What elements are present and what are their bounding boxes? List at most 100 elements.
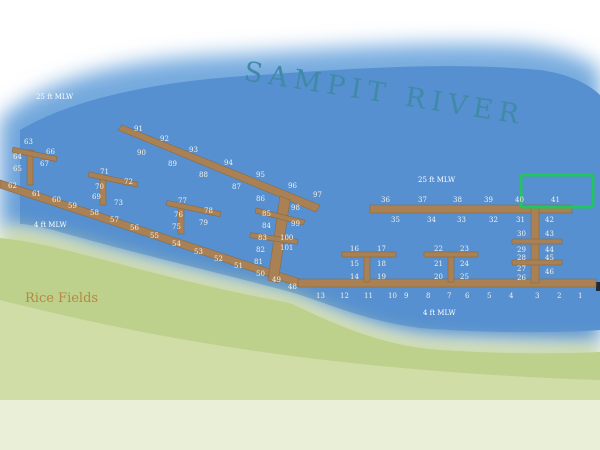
slip-43[interactable]: 43: [545, 230, 554, 238]
slip-36[interactable]: 36: [381, 196, 390, 204]
slip-37[interactable]: 37: [418, 196, 427, 204]
slip-1[interactable]: 1: [578, 292, 582, 300]
slip-27[interactable]: 27: [517, 265, 526, 273]
slip-72[interactable]: 72: [124, 178, 133, 186]
slip-6[interactable]: 6: [465, 292, 470, 300]
slip-92[interactable]: 92: [160, 135, 169, 143]
slip-44[interactable]: 44: [545, 246, 554, 254]
slip-38[interactable]: 38: [453, 196, 462, 204]
slip-101[interactable]: 101: [280, 244, 293, 252]
slip-52[interactable]: 52: [214, 255, 223, 263]
slip-65[interactable]: 65: [13, 165, 22, 173]
slip-90[interactable]: 90: [137, 149, 146, 157]
slip-8[interactable]: 8: [426, 292, 430, 300]
slip-45[interactable]: 45: [545, 254, 554, 262]
slip-33[interactable]: 33: [457, 216, 466, 224]
slip-48[interactable]: 48: [288, 283, 297, 291]
slip-91[interactable]: 91: [134, 125, 143, 133]
slip-61[interactable]: 61: [32, 190, 41, 198]
slip-46[interactable]: 46: [545, 268, 554, 276]
slip-70[interactable]: 70: [95, 183, 104, 191]
slip-53[interactable]: 53: [194, 248, 203, 256]
slip-40[interactable]: 40: [515, 196, 524, 204]
slip-5[interactable]: 5: [487, 292, 491, 300]
slip-42[interactable]: 42: [545, 216, 554, 224]
slip-31[interactable]: 31: [516, 216, 525, 224]
slip-83[interactable]: 83: [258, 234, 267, 242]
slip-93[interactable]: 93: [189, 146, 198, 154]
slip-66[interactable]: 66: [46, 148, 55, 156]
slip-23[interactable]: 23: [460, 245, 469, 253]
finger-pier-84-cross: [249, 232, 299, 245]
slip-88[interactable]: 88: [199, 171, 208, 179]
slip-39[interactable]: 39: [484, 196, 493, 204]
slip-96[interactable]: 96: [288, 182, 297, 190]
slip-97[interactable]: 97: [313, 191, 322, 199]
slip-85[interactable]: 85: [262, 210, 271, 218]
slip-3[interactable]: 3: [535, 292, 539, 300]
slip-57[interactable]: 57: [110, 216, 119, 224]
slip-15[interactable]: 15: [350, 260, 359, 268]
slip-34[interactable]: 34: [427, 216, 436, 224]
highlight-box-slip-41[interactable]: [519, 173, 595, 209]
slip-25[interactable]: 25: [460, 273, 469, 281]
slip-79[interactable]: 79: [199, 219, 208, 227]
slip-73[interactable]: 73: [114, 199, 123, 207]
slip-84[interactable]: 84: [262, 222, 271, 230]
slip-24[interactable]: 24: [460, 260, 469, 268]
slip-4[interactable]: 4: [509, 292, 514, 300]
slip-59[interactable]: 59: [68, 202, 77, 210]
slip-32[interactable]: 32: [489, 216, 498, 224]
slip-94[interactable]: 94: [224, 159, 233, 167]
slip-81[interactable]: 81: [254, 258, 263, 266]
slip-62[interactable]: 62: [8, 182, 17, 190]
slip-67[interactable]: 67: [40, 160, 49, 168]
slip-11[interactable]: 11: [364, 292, 373, 300]
slip-26[interactable]: 26: [517, 274, 526, 282]
slip-54[interactable]: 54: [172, 240, 181, 248]
slip-18[interactable]: 18: [377, 260, 386, 268]
slip-41[interactable]: 41: [551, 196, 560, 204]
slip-49[interactable]: 49: [272, 276, 281, 284]
finger-pier-63-cross: [11, 146, 58, 162]
slip-56[interactable]: 56: [130, 224, 139, 232]
slip-100[interactable]: 100: [280, 234, 293, 242]
slip-13[interactable]: 13: [316, 292, 325, 300]
slip-60[interactable]: 60: [52, 196, 61, 204]
slip-77[interactable]: 77: [178, 197, 187, 205]
slip-29[interactable]: 29: [517, 246, 526, 254]
slip-35[interactable]: 35: [391, 216, 400, 224]
slip-50[interactable]: 50: [256, 270, 265, 278]
slip-95[interactable]: 95: [256, 171, 265, 179]
slip-12[interactable]: 12: [340, 292, 349, 300]
slip-82[interactable]: 82: [256, 246, 265, 254]
slip-51[interactable]: 51: [234, 262, 243, 270]
slip-7[interactable]: 7: [447, 292, 451, 300]
slip-22[interactable]: 22: [434, 245, 443, 253]
slip-17[interactable]: 17: [377, 245, 386, 253]
slip-21[interactable]: 21: [434, 260, 443, 268]
slip-58[interactable]: 58: [90, 209, 99, 217]
slip-9[interactable]: 9: [404, 292, 408, 300]
slip-30[interactable]: 30: [517, 230, 526, 238]
slip-64[interactable]: 64: [13, 153, 22, 161]
slip-99[interactable]: 99: [291, 220, 300, 228]
slip-98[interactable]: 98: [291, 204, 300, 212]
slip-78[interactable]: 78: [204, 207, 213, 215]
slip-71[interactable]: 71: [100, 168, 109, 176]
slip-63[interactable]: 63: [24, 138, 33, 146]
slip-2[interactable]: 2: [557, 292, 561, 300]
slip-86[interactable]: 86: [256, 195, 265, 203]
slip-16[interactable]: 16: [350, 245, 359, 253]
slip-14[interactable]: 14: [350, 273, 359, 281]
slip-10[interactable]: 10: [388, 292, 397, 300]
slip-28[interactable]: 28: [517, 254, 526, 262]
slip-76[interactable]: 76: [174, 211, 183, 219]
slip-69[interactable]: 69: [92, 193, 101, 201]
slip-20[interactable]: 20: [434, 273, 443, 281]
slip-19[interactable]: 19: [377, 273, 386, 281]
slip-87[interactable]: 87: [232, 183, 241, 191]
slip-89[interactable]: 89: [168, 160, 177, 168]
slip-75[interactable]: 75: [172, 223, 181, 231]
slip-55[interactable]: 55: [150, 232, 159, 240]
